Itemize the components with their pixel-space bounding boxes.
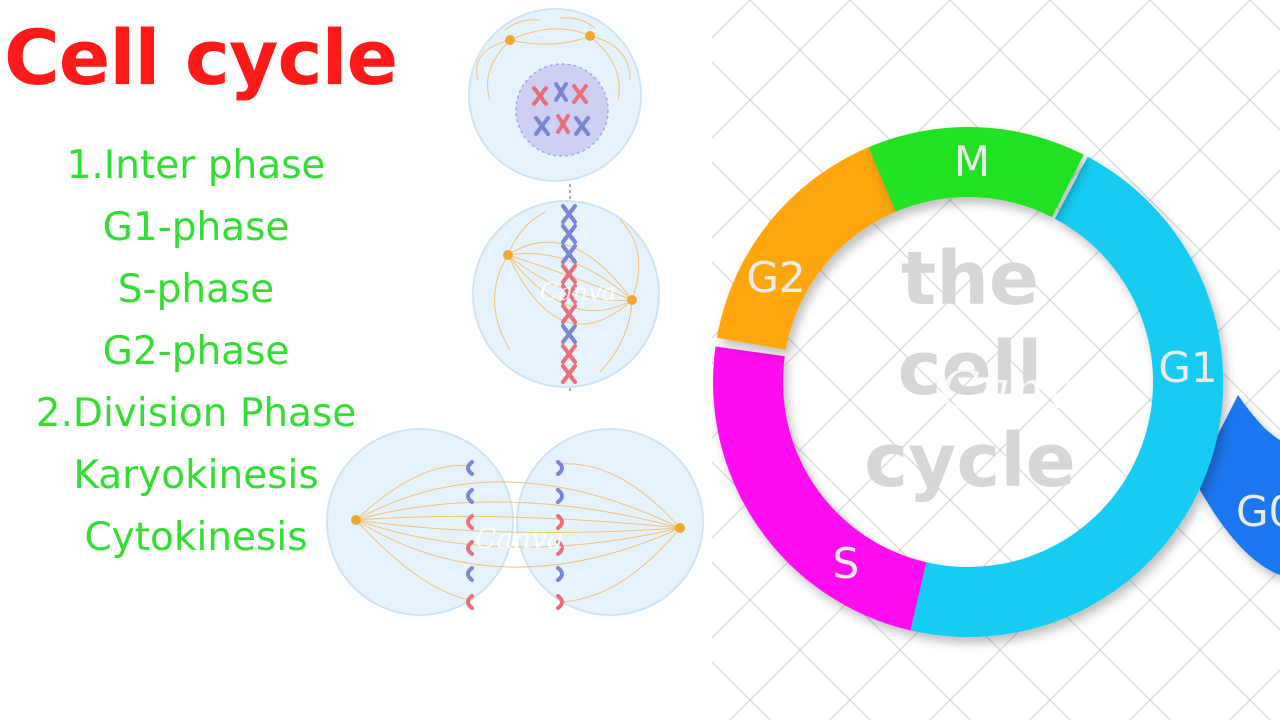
centrosome-icon — [505, 35, 515, 45]
prophase-cell — [468, 8, 642, 182]
phase-division: 2.Division Phase — [35, 391, 357, 436]
g2-segment — [716, 147, 896, 350]
g2-label: G2 — [746, 253, 805, 302]
cell-illustrations: Canva — [326, 8, 704, 616]
canva-watermark: Canva — [940, 361, 1105, 421]
centrosome-icon — [503, 250, 513, 260]
m-label: M — [954, 137, 990, 186]
canva-watermark: Canva — [540, 278, 616, 306]
s-segment — [713, 346, 927, 631]
centrosome-icon — [675, 523, 685, 533]
centrosome-icon — [585, 31, 595, 41]
phase-cytokinesis: Cytokinesis — [84, 515, 308, 560]
phase-g1: G1-phase — [102, 205, 290, 250]
phase-g2: G2-phase — [102, 329, 290, 374]
phase-s: S-phase — [117, 267, 275, 312]
phase-karyokinesis: Karyokinesis — [73, 453, 319, 498]
m-segment — [868, 127, 1084, 218]
g0-segment — [1200, 395, 1280, 575]
g1-label: G1 — [1158, 343, 1217, 392]
cell-cycle-diagram: M G1 S G2 G0 the cell cycle Canva — [712, 0, 1280, 720]
metaphase-cell: Canva — [472, 200, 660, 388]
nucleus — [515, 63, 609, 157]
canva-watermark: Canva — [475, 522, 564, 555]
centrosome-icon — [627, 295, 637, 305]
centrosome-icon — [351, 515, 361, 525]
phase-interphase: 1.Inter phase — [66, 143, 326, 188]
center-text-line-2: cell — [898, 326, 1043, 412]
page-title: Cell cycle — [4, 13, 398, 102]
s-label: S — [833, 539, 860, 588]
g1-segment — [910, 156, 1224, 638]
phase-list: 1.Inter phase G1-phase S-phase G2-phase … — [0, 135, 392, 569]
center-text-line-1: the — [901, 236, 1039, 322]
center-text-line-3: cycle — [864, 418, 1076, 504]
g0-label: G0 — [1236, 487, 1280, 536]
anaphase-cell: Canva — [326, 428, 704, 616]
